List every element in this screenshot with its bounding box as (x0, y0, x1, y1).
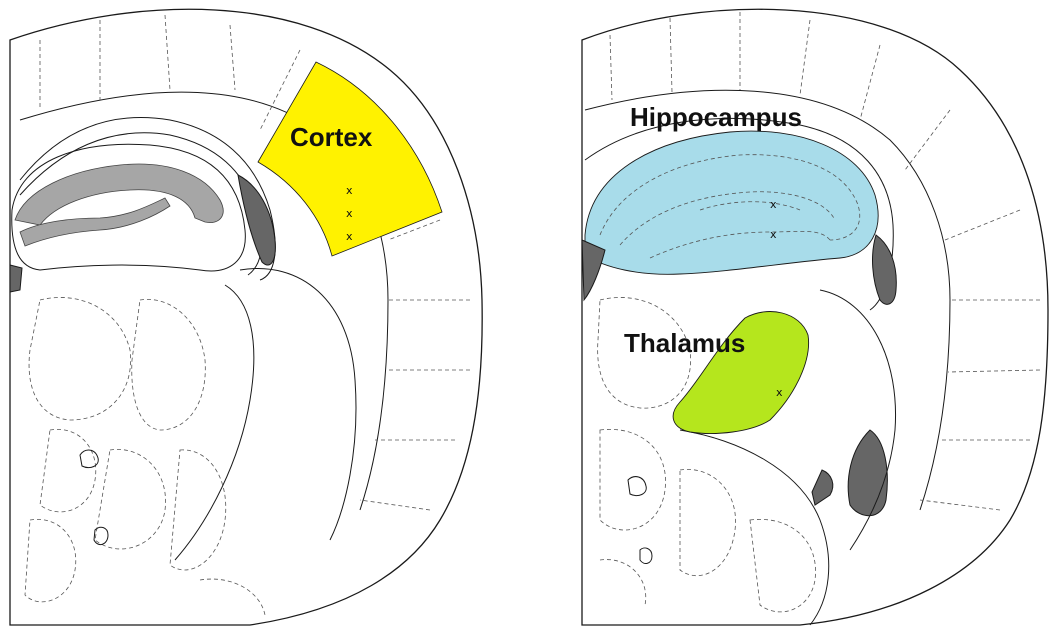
cortex-marker: x (346, 184, 353, 197)
hippocampus-marker: x (770, 198, 777, 211)
thalamus-label: Thalamus (624, 328, 745, 358)
hippocampus-marker: x (770, 228, 777, 241)
hippocampus-label: Hippocampus (630, 102, 802, 132)
cortex-marker: x (346, 230, 353, 243)
left-brain-section: x x x Cortex (10, 9, 482, 625)
left-brain-outline (10, 9, 482, 625)
cortex-label: Cortex (290, 122, 373, 152)
right-brain-section: x x x Hippocampus Thalamus (582, 9, 1048, 625)
cortex-marker: x (346, 207, 353, 220)
thalamus-marker: x (776, 386, 783, 399)
left-ventricle-small (10, 265, 22, 292)
